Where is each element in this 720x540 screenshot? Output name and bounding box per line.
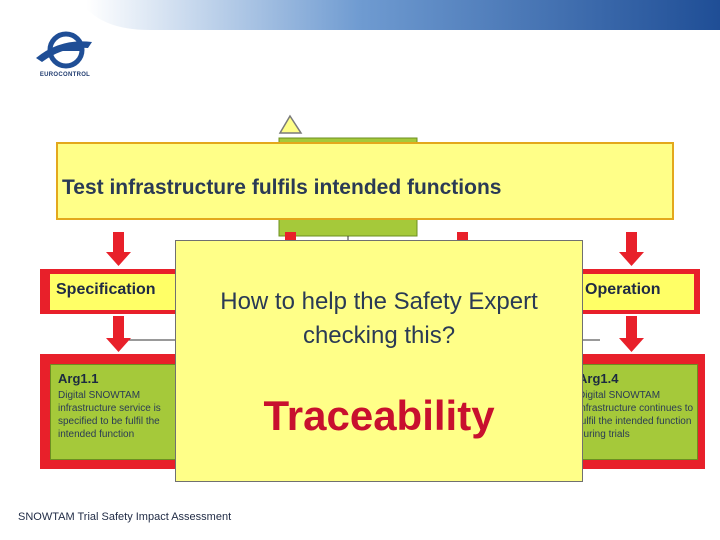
subclaim-operation-label: Operation xyxy=(585,281,661,298)
callout-keyword: Traceability xyxy=(263,392,495,439)
callout-box xyxy=(175,240,583,482)
footer-title: SNOWTAM Trial Safety Impact Assessment xyxy=(18,511,232,523)
context-triangle-icon xyxy=(278,114,303,134)
subclaim-specification-inner xyxy=(50,274,182,310)
argument-1-4-title: Arg1.4 xyxy=(578,371,619,386)
header-band xyxy=(0,0,720,30)
arrow-down-icon xyxy=(106,316,131,352)
logo-wordmark: EUROCONTROL xyxy=(39,72,91,78)
argument-1-1-title: Arg1.1 xyxy=(58,371,99,386)
argument-1-1-description: Digital SNOWTAM infrastructure service i… xyxy=(58,390,161,440)
eurocontrol-logo-icon xyxy=(36,31,92,69)
argument-1-1-box xyxy=(50,364,177,460)
subclaim-specification-label: Specification xyxy=(56,281,156,298)
arrow-down-icon xyxy=(619,232,644,266)
main-claim-box xyxy=(56,142,674,220)
argument-1-4-description: Digital SNOWTAM infrastructure continues… xyxy=(578,390,694,440)
arrow-down-icon xyxy=(106,232,131,266)
arrow-down-icon xyxy=(619,316,644,352)
subclaim-operation-inner xyxy=(578,274,694,310)
callout-question: How to help the Safety Expert checking t… xyxy=(220,288,538,349)
main-claim-text: Test infrastructure fulfils intended fun… xyxy=(62,176,502,199)
argument-1-4-box xyxy=(572,364,698,460)
